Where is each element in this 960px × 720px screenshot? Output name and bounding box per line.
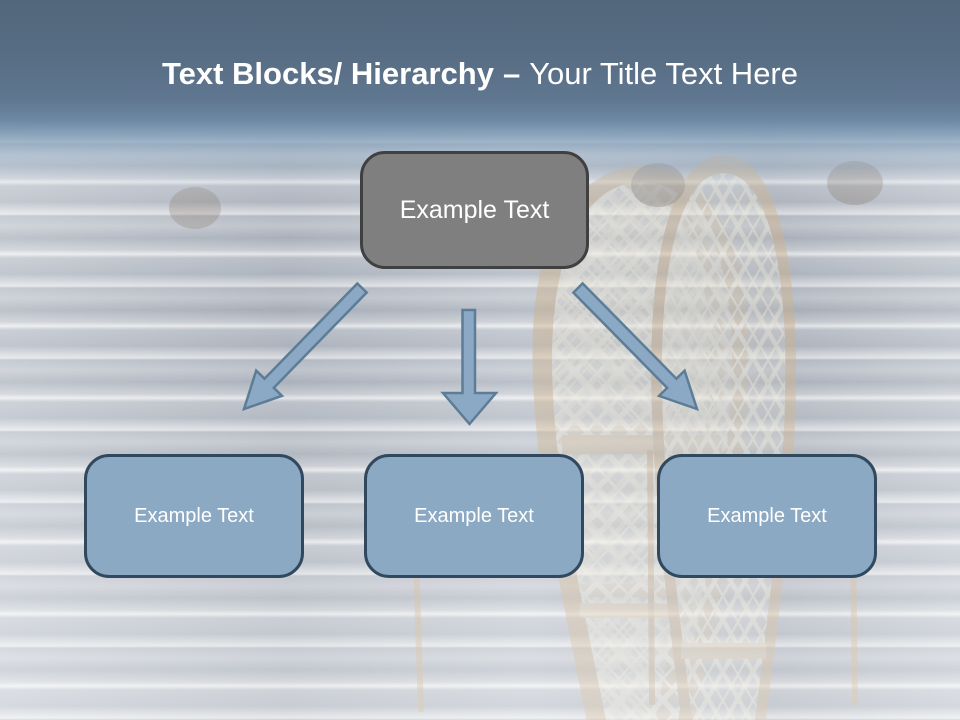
title-placeholder-text: Your Title Text Here [529,56,799,91]
child-text-block-3[interactable]: Example Text [657,454,877,578]
root-text-block-label: Example Text [399,195,550,224]
child-text-block-1-label: Example Text [134,504,254,527]
child-text-block-2[interactable]: Example Text [364,454,584,578]
child-text-block-1[interactable]: Example Text [84,454,304,578]
title-topic-text: Text Blocks/ Hierarchy [161,56,494,91]
title-separator-dash: – [502,56,521,91]
arrow-down-right-icon[interactable] [571,281,699,411]
slide-title[interactable]: Text Blocks/ Hierarchy–Your Title Text H… [0,54,960,94]
arrow-down-icon[interactable] [440,308,499,426]
child-text-block-2-label: Example Text [414,504,534,527]
arrow-down-left-icon[interactable] [242,281,369,411]
child-text-block-3-label: Example Text [707,504,827,527]
root-text-block[interactable]: Example Text [360,151,589,269]
